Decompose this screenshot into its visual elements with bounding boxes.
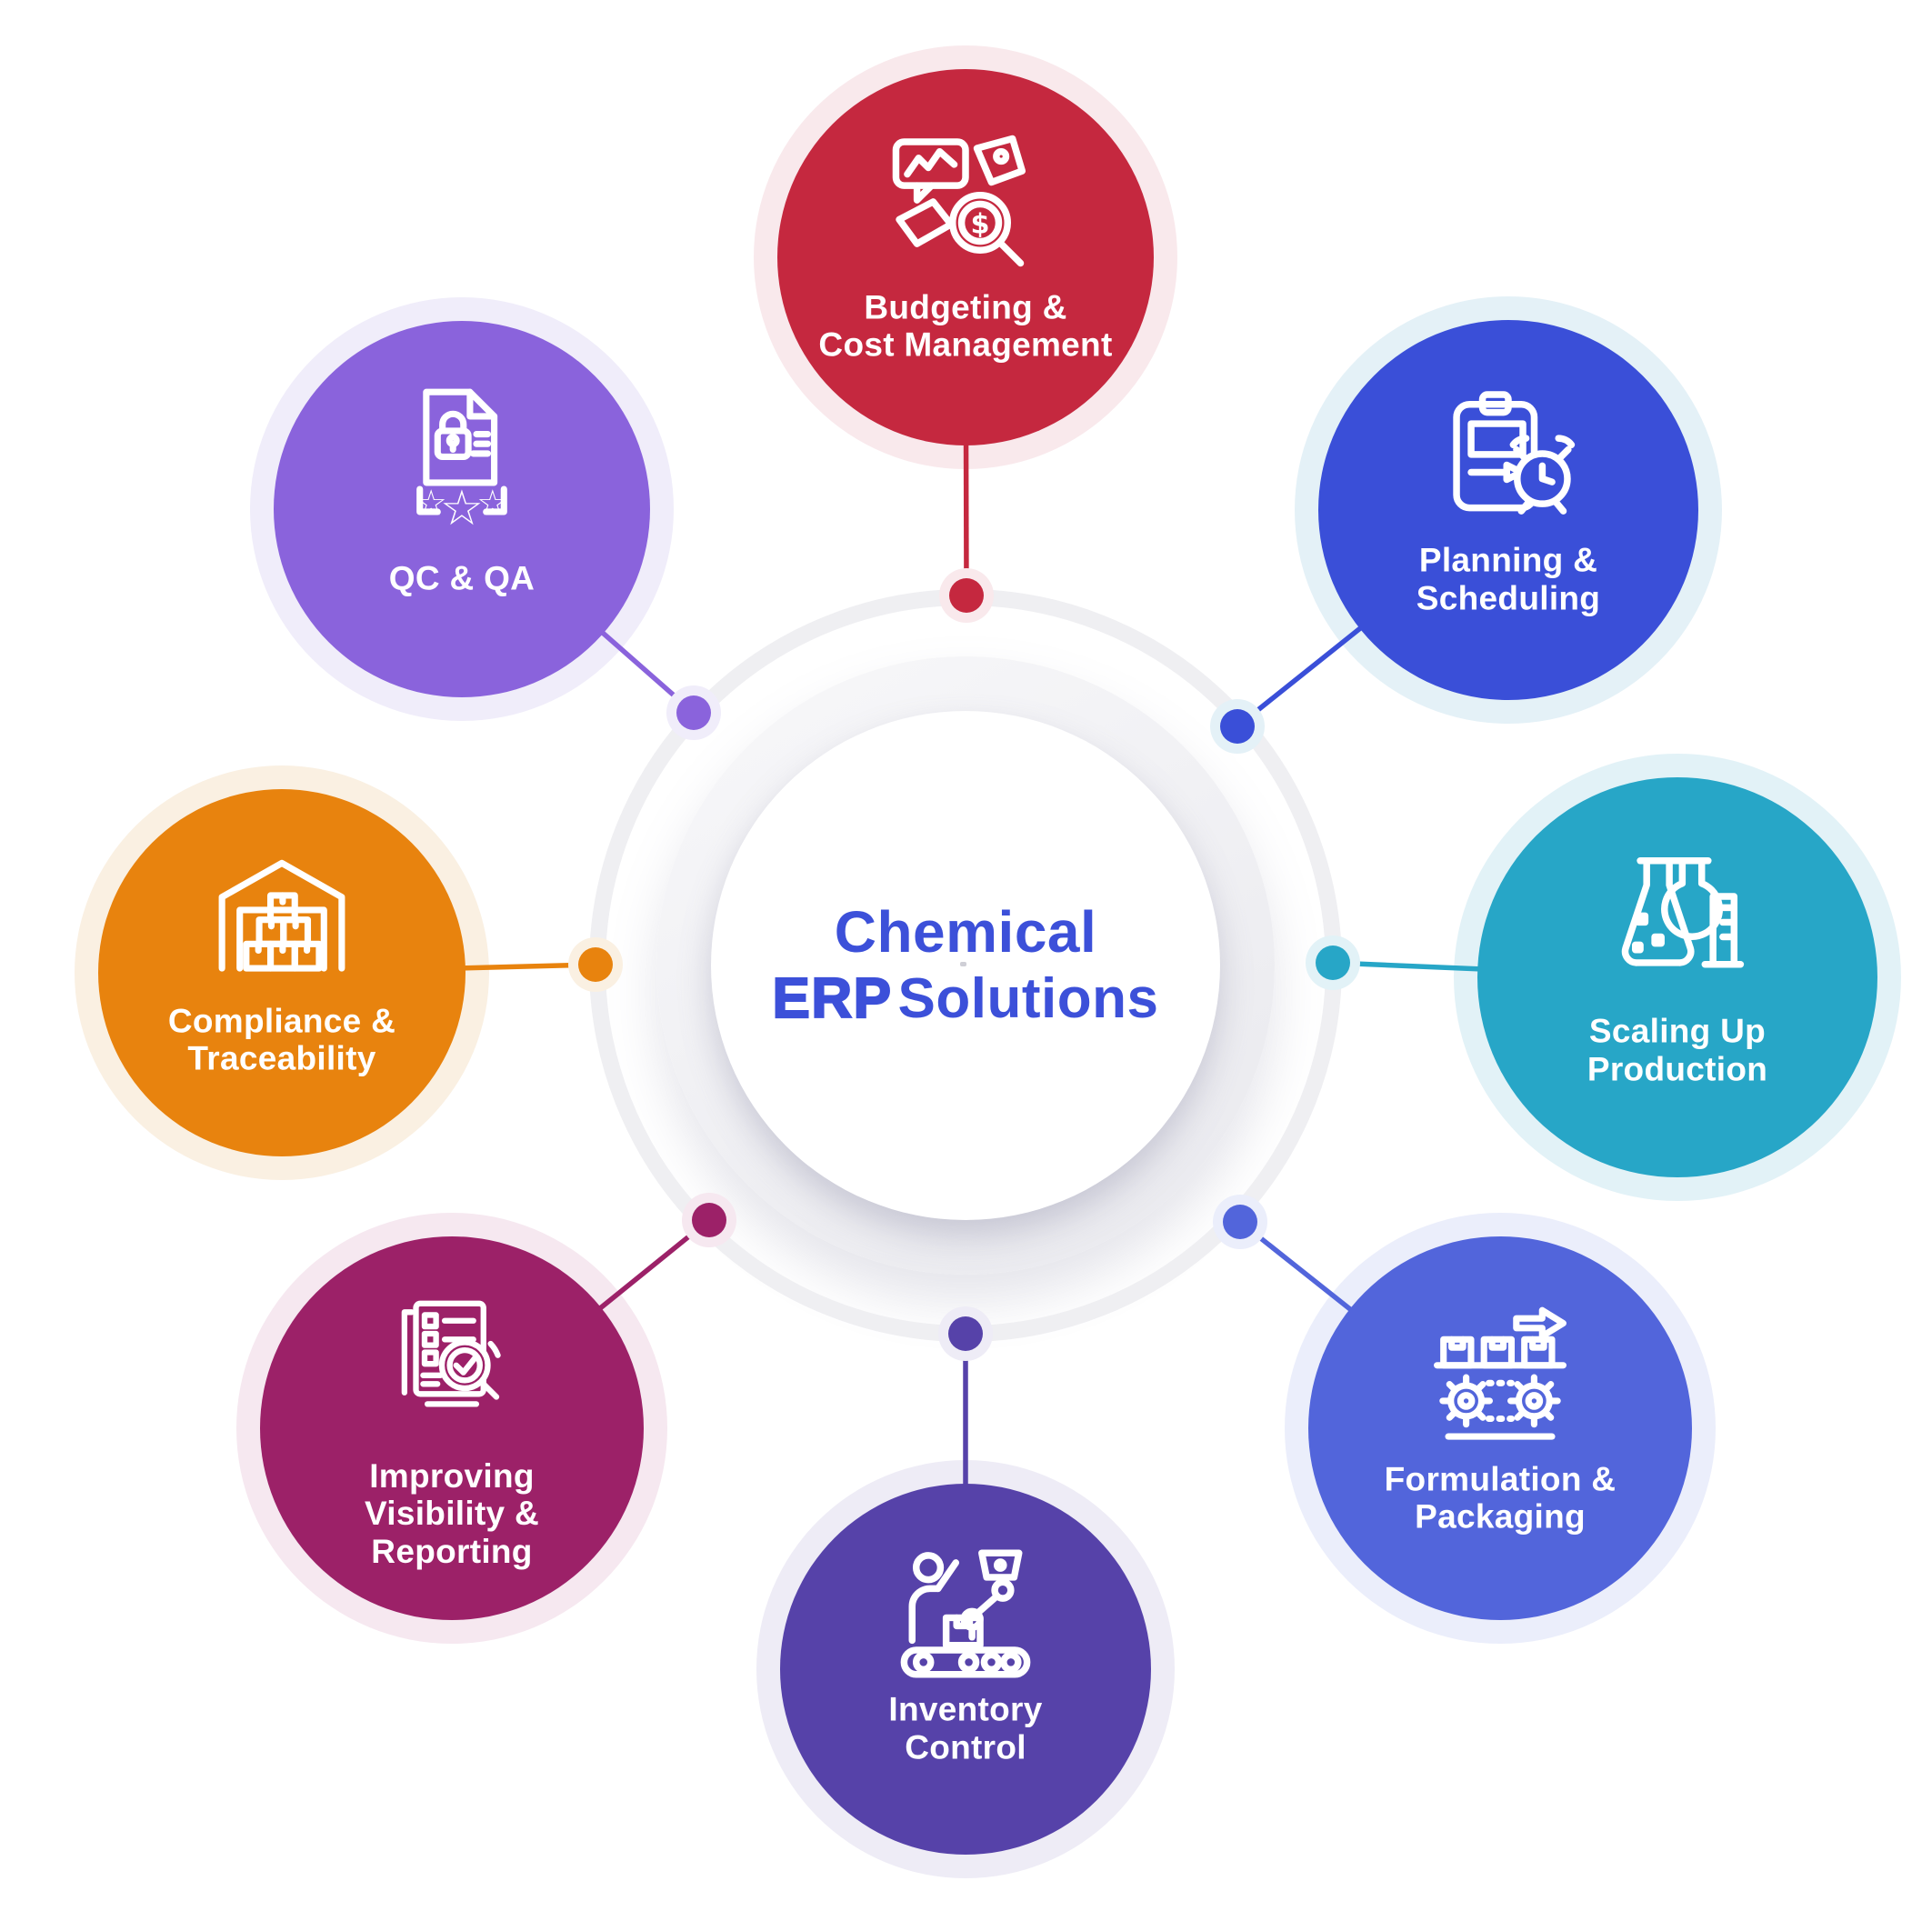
improving-connector-dot xyxy=(692,1203,726,1237)
worker-robot-arm-icon xyxy=(885,1540,1046,1702)
qcqa-label: QC & QA xyxy=(274,559,650,596)
inventory-connector-dot xyxy=(948,1316,983,1351)
compliance-connector-dot xyxy=(578,947,613,982)
planning-label: Planning &Scheduling xyxy=(1318,542,1698,617)
warehouse-boxes-icon xyxy=(201,844,363,1006)
certificate-stars-icon xyxy=(381,379,543,541)
scaling-label-line: Production xyxy=(1587,1050,1768,1088)
inventory-label-line: Control xyxy=(905,1728,1026,1766)
budgeting-connector-dot xyxy=(949,578,984,613)
improving-label-line: Visibility & xyxy=(364,1495,540,1533)
planning-label-line: Planning & xyxy=(1418,541,1598,579)
formulation-label-line: Formulation & xyxy=(1384,1460,1617,1498)
center-title-line2: ERPSolutions xyxy=(771,967,1159,1030)
clipboard-alarm-clock-icon xyxy=(1427,380,1589,542)
improving-label-line: Reporting xyxy=(371,1532,533,1570)
budget-cost-analysis-icon xyxy=(885,127,1046,289)
satellite-qcqa: QC & QA xyxy=(274,321,650,697)
qcqa-label-line: QC & QA xyxy=(388,558,536,596)
planning-connector-dot xyxy=(1220,709,1255,744)
center-speck xyxy=(960,962,966,966)
formulation-label: Formulation &Packaging xyxy=(1308,1461,1692,1536)
scaling-connector-dot xyxy=(1316,945,1350,980)
hub-inner-circle: Chemical ERPSolutions xyxy=(711,711,1220,1220)
center-title-rest: Solutions xyxy=(897,967,1159,1030)
satellite-compliance: Compliance &Traceability xyxy=(98,789,465,1156)
checklist-magnifier-icon xyxy=(380,1289,524,1433)
satellite-planning: Planning &Scheduling xyxy=(1318,320,1698,700)
formulation-label-line: Packaging xyxy=(1415,1498,1586,1536)
compliance-label: Compliance &Traceability xyxy=(98,1002,465,1077)
satellite-formulation: Formulation &Packaging xyxy=(1308,1236,1692,1620)
inventory-label-line: Inventory xyxy=(888,1690,1043,1728)
chemical-flasks-icon xyxy=(1597,845,1758,1006)
improving-label-line: Improving xyxy=(369,1456,535,1495)
scaling-label-line: Scaling Up xyxy=(1588,1012,1767,1050)
compliance-label-line: Compliance & xyxy=(167,1002,396,1040)
qcqa-connector-dot xyxy=(676,695,711,730)
center-title-erp: ERP xyxy=(771,967,893,1030)
satellite-budgeting: Budgeting &Cost Management xyxy=(777,69,1154,445)
budgeting-label: Budgeting &Cost Management xyxy=(777,288,1154,364)
budgeting-label-line: Cost Management xyxy=(818,325,1113,364)
conveyor-gears-icon xyxy=(1419,1297,1581,1459)
budgeting-label-line: Budgeting & xyxy=(864,288,1067,326)
planning-label-line: Scheduling xyxy=(1416,579,1601,617)
formulation-connector-dot xyxy=(1223,1205,1257,1239)
center-title: Chemical ERPSolutions xyxy=(771,899,1159,1031)
compliance-label-line: Traceability xyxy=(187,1039,376,1077)
center-title-line1: Chemical xyxy=(834,899,1097,965)
